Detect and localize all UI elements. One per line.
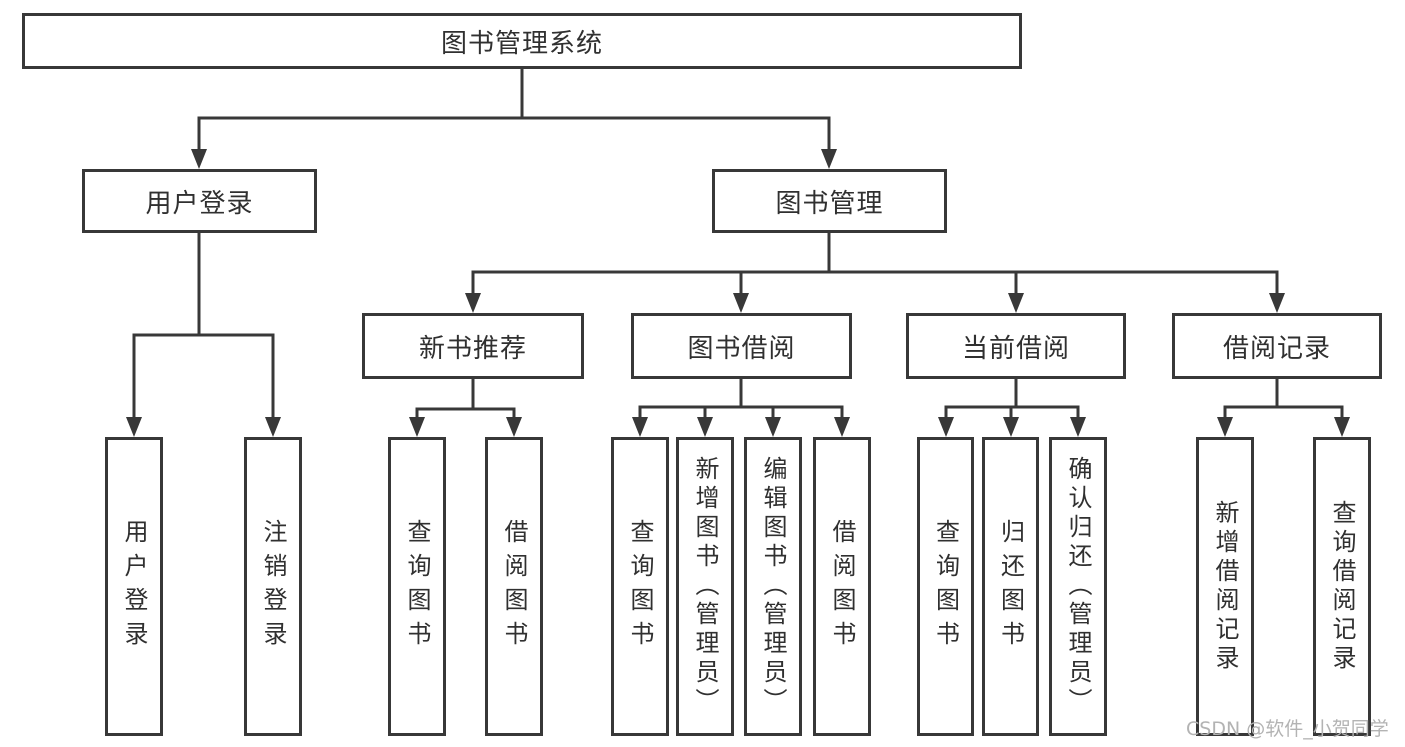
leaf-confirm-return-admin-label: 确认归还（管理员） xyxy=(1064,456,1092,717)
leaf-user-login: 用户登录 xyxy=(105,437,163,736)
leaf-add-books-admin-label: 新增图书（管理员） xyxy=(691,456,719,717)
node-book-management: 图书管理 xyxy=(712,169,947,233)
leaf-current-query-books: 查询图书 xyxy=(917,437,974,736)
node-book-management-label: 图书管理 xyxy=(775,188,884,219)
leaf-current-query-books-label: 查询图书 xyxy=(931,518,960,655)
node-current-borrowing: 当前借阅 xyxy=(906,313,1126,379)
node-book-borrowing: 图书借阅 xyxy=(631,313,852,379)
leaf-borrowing-borrow-books: 借阅图书 xyxy=(813,437,871,736)
node-root-system-label: 图书管理系统 xyxy=(440,28,603,59)
node-user-login: 用户登录 xyxy=(82,169,317,233)
leaf-recommend-query-books: 查询图书 xyxy=(388,437,446,736)
leaf-recommend-borrow-books-label: 借阅图书 xyxy=(500,518,528,655)
leaf-borrowing-borrow-books-label: 借阅图书 xyxy=(828,518,856,655)
leaf-add-borrow-record: 新增借阅记录 xyxy=(1196,437,1254,736)
leaf-logout-login-label: 注销登录 xyxy=(259,518,287,655)
node-current-borrowing-label: 当前借阅 xyxy=(961,333,1070,364)
csdn-watermark: CSDN @软件_小贺同学 xyxy=(1186,718,1389,740)
leaf-add-borrow-record-label: 新增借阅记录 xyxy=(1211,499,1239,674)
leaf-logout-login: 注销登录 xyxy=(244,437,302,736)
leaf-borrowing-query-books-label: 查询图书 xyxy=(626,518,654,655)
leaf-edit-books-admin-label: 编辑图书（管理员） xyxy=(759,456,787,717)
leaf-return-books-label: 归还图书 xyxy=(996,518,1025,655)
leaf-user-login-label: 用户登录 xyxy=(120,518,148,655)
node-user-login-label: 用户登录 xyxy=(145,188,254,219)
leaf-borrowing-query-books: 查询图书 xyxy=(611,437,669,736)
leaf-recommend-borrow-books: 借阅图书 xyxy=(485,437,543,736)
node-new-book-recommendation-label: 新书推荐 xyxy=(418,333,527,364)
node-root-system: 图书管理系统 xyxy=(22,13,1022,69)
leaf-recommend-query-books-label: 查询图书 xyxy=(403,518,431,655)
leaf-add-books-admin: 新增图书（管理员） xyxy=(676,437,734,736)
leaf-edit-books-admin: 编辑图书（管理员） xyxy=(744,437,802,736)
leaf-query-borrow-record-label: 查询借阅记录 xyxy=(1328,499,1356,674)
node-new-book-recommendation: 新书推荐 xyxy=(362,313,584,379)
node-borrowing-records-label: 借阅记录 xyxy=(1222,333,1331,364)
node-borrowing-records: 借阅记录 xyxy=(1172,313,1382,379)
node-book-borrowing-label: 图书借阅 xyxy=(687,333,796,364)
leaf-return-books: 归还图书 xyxy=(982,437,1039,736)
leaf-confirm-return-admin: 确认归还（管理员） xyxy=(1049,437,1107,736)
leaf-query-borrow-record: 查询借阅记录 xyxy=(1313,437,1371,736)
